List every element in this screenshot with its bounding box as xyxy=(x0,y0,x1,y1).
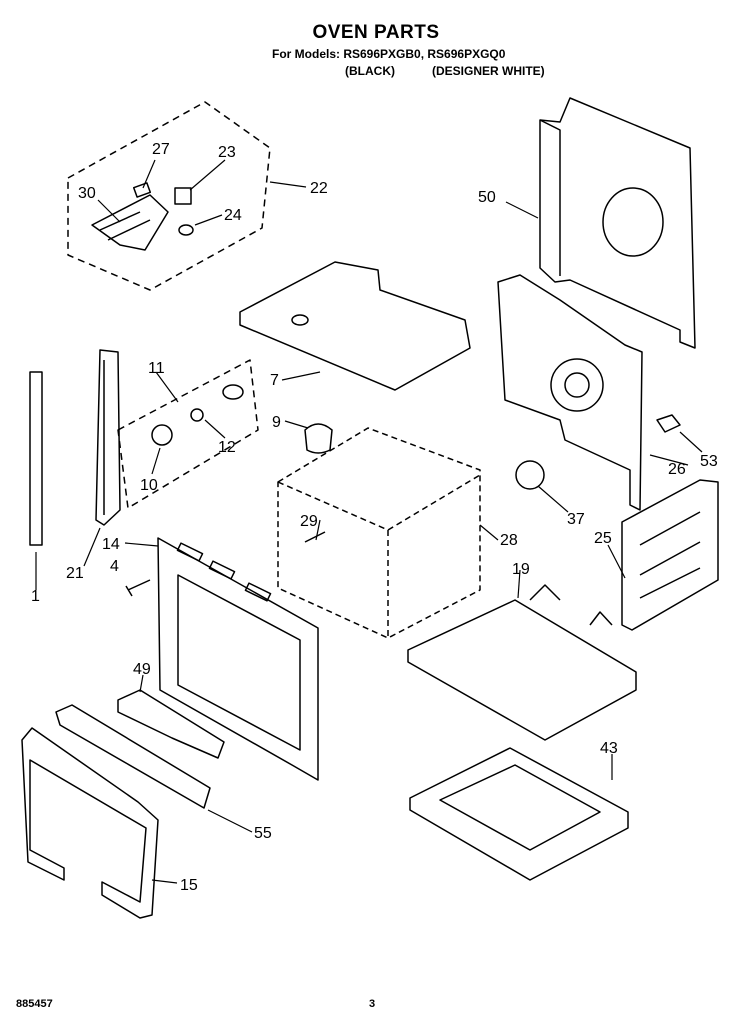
callout-9: 9 xyxy=(272,414,281,431)
oven-top-panel xyxy=(239,261,471,391)
screw-4 xyxy=(125,579,151,597)
side-trim xyxy=(95,349,121,526)
leader-lines xyxy=(35,159,703,884)
callout-53: 53 xyxy=(700,453,718,470)
callout-37: 37 xyxy=(567,511,585,528)
bracket-53 xyxy=(656,414,681,433)
callout-7: 7 xyxy=(270,372,279,389)
bottom-panel xyxy=(407,599,637,741)
knob-12 xyxy=(190,408,204,422)
fan-gasket xyxy=(515,460,545,490)
callout-1: 1 xyxy=(31,588,40,605)
callout-4: 4 xyxy=(110,558,119,575)
callout-10: 10 xyxy=(140,477,158,494)
callout-55: 55 xyxy=(254,825,272,842)
back-panel-port xyxy=(602,187,664,257)
variant-black-label: (BLACK) xyxy=(345,64,395,78)
callout-19: 19 xyxy=(512,561,530,578)
side-panel xyxy=(621,479,719,631)
callout-labels: 27 23 30 22 24 50 7 9 11 12 10 14 21 4 1… xyxy=(31,141,718,894)
variant-white-label: (DESIGNER WHITE) xyxy=(432,64,545,78)
callout-29: 29 xyxy=(300,513,318,530)
thermostat-9 xyxy=(304,423,333,454)
callout-26: 26 xyxy=(668,461,686,478)
callout-50: 50 xyxy=(478,189,496,206)
callout-14: 14 xyxy=(102,536,120,553)
baffle-fan-opening xyxy=(550,358,604,412)
callout-15: 15 xyxy=(180,877,198,894)
page-title: OVEN PARTS xyxy=(312,22,440,43)
page-number: 3 xyxy=(369,998,376,1010)
callout-23: 23 xyxy=(218,144,236,161)
knob-10 xyxy=(151,424,173,446)
knob-group-outline xyxy=(117,359,259,509)
callout-30: 30 xyxy=(78,185,96,202)
callout-43: 43 xyxy=(600,740,618,757)
callout-11: 11 xyxy=(148,360,165,377)
rear-baffle xyxy=(497,274,643,511)
vertical-strip xyxy=(29,371,43,546)
callout-22: 22 xyxy=(310,180,328,197)
oven-liner xyxy=(277,427,481,639)
callout-21: 21 xyxy=(66,565,84,582)
switch-11 xyxy=(222,384,244,400)
callout-12: 12 xyxy=(218,439,236,456)
front-frame xyxy=(157,537,319,781)
models-line: For Models: RS696PXGB0, RS696PXGQ0 xyxy=(272,47,506,61)
back-panel xyxy=(539,97,696,349)
door-gasket xyxy=(21,727,159,919)
callout-24: 24 xyxy=(224,207,242,224)
control-group-parts xyxy=(91,182,194,251)
callout-25: 25 xyxy=(594,530,612,547)
control-group-outline xyxy=(67,101,271,291)
part-29 xyxy=(304,531,326,543)
callout-27: 28 xyxy=(500,532,518,549)
callout-49: 49 xyxy=(133,661,151,678)
document-number: 885457 xyxy=(16,998,53,1010)
callout-28: 27 xyxy=(152,141,170,158)
door-trim xyxy=(55,704,211,809)
lower-tray xyxy=(409,747,629,881)
